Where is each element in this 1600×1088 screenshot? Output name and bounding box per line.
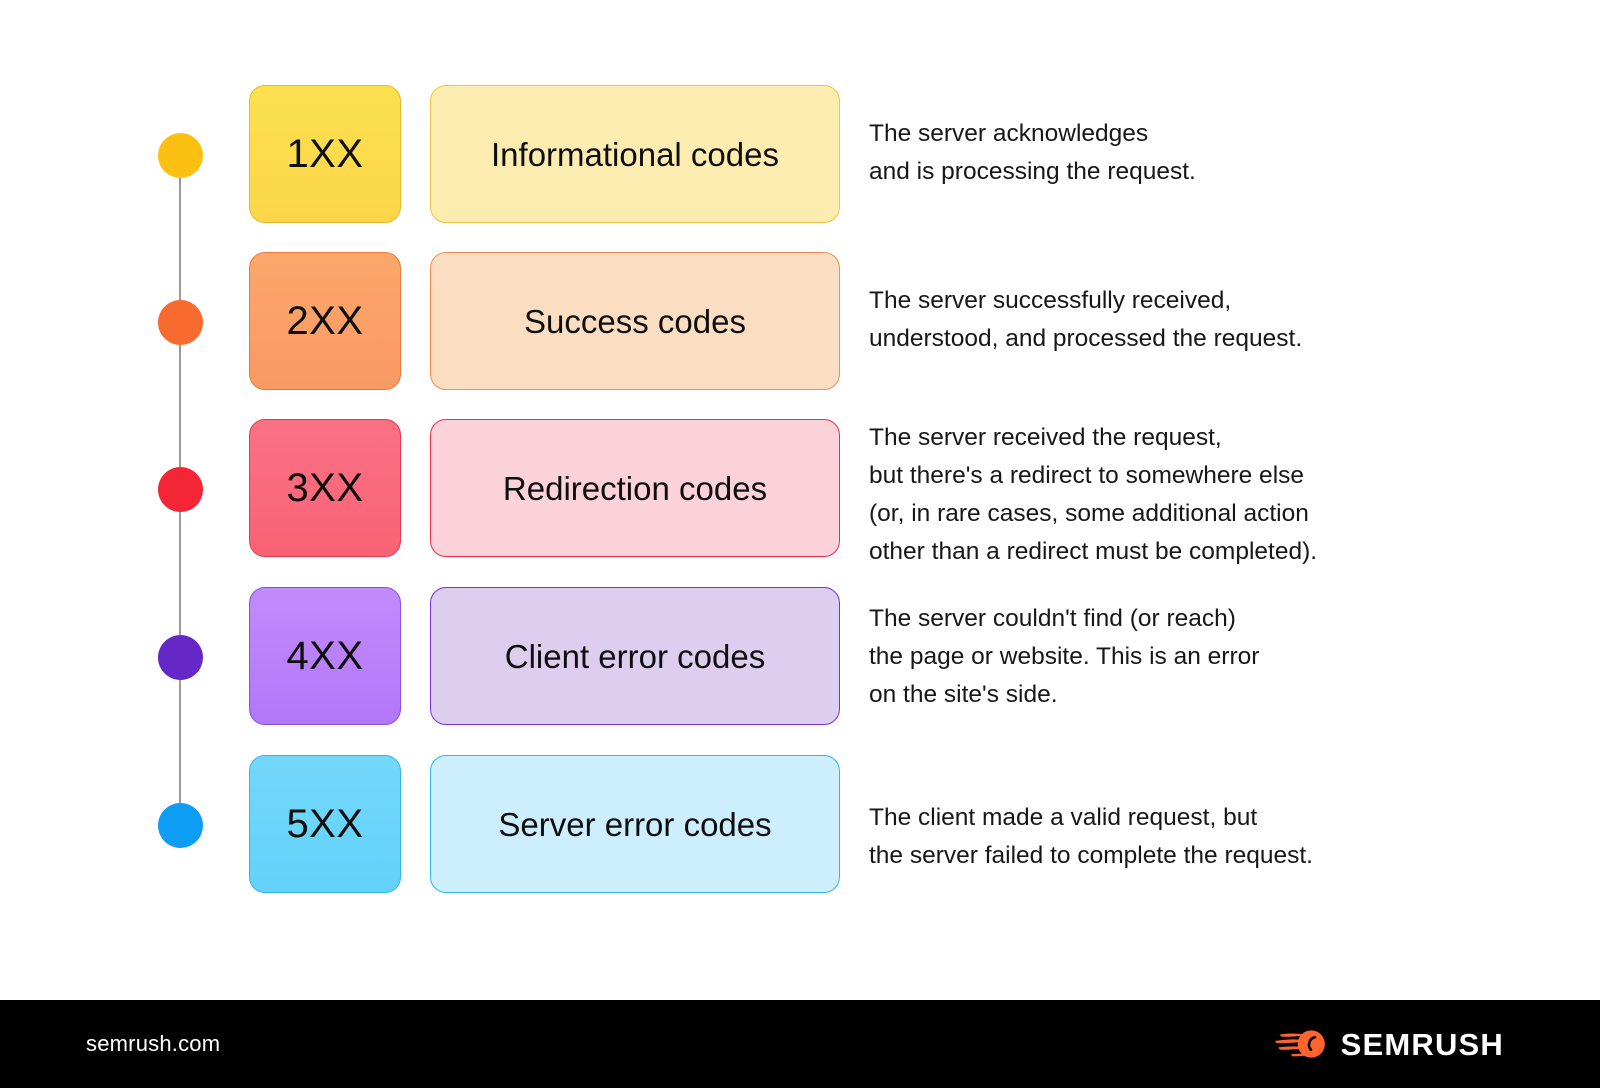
- status-code-name: Client error codes: [504, 637, 766, 675]
- status-code-name: Redirection codes: [502, 469, 768, 507]
- status-code-name-plate: Success codes: [430, 252, 840, 390]
- timeline-dot: [158, 133, 203, 178]
- timeline-dot: [158, 467, 203, 512]
- status-code-name-plate: Redirection codes: [430, 419, 840, 557]
- footer-site-url: semrush.com: [86, 1031, 221, 1056]
- status-code-name-plate: Informational codes: [430, 85, 840, 223]
- status-code-name-plate: Server error codes: [430, 755, 840, 893]
- status-code-chip: 5XX: [249, 755, 401, 893]
- status-code-label: 4XX: [286, 634, 364, 678]
- status-code-chip: 3XX: [249, 419, 401, 557]
- status-code-label: 3XX: [286, 466, 364, 510]
- status-code-row: 1XX Informational codes The server ackno…: [0, 85, 1600, 225]
- status-code-description: The client made a valid request, but the…: [869, 804, 1313, 869]
- semrush-logo: SEMRUSH: [1274, 1025, 1504, 1063]
- timeline-dot: [158, 803, 203, 848]
- footer-bar: semrush.com SEMRUSH: [0, 1000, 1600, 1088]
- status-code-label: 2XX: [286, 299, 364, 343]
- status-code-chip: 4XX: [249, 587, 401, 725]
- timeline-dot: [158, 635, 203, 680]
- timeline-dot: [158, 300, 203, 345]
- status-code-description: The server acknowledges and is processin…: [869, 120, 1196, 185]
- status-code-row: 4XX Client error codes The server couldn…: [0, 587, 1600, 727]
- status-code-row: 3XX Redirection codes The server receive…: [0, 419, 1600, 565]
- status-code-name: Server error codes: [498, 805, 772, 843]
- status-code-row: 5XX Server error codes The client made a…: [0, 755, 1600, 895]
- status-code-label: 1XX: [286, 132, 364, 176]
- status-code-description: The server successfully received, unders…: [869, 287, 1303, 352]
- status-code-name-plate: Client error codes: [430, 587, 840, 725]
- status-code-label: 5XX: [286, 802, 364, 846]
- status-code-description: The server couldn't find (or reach) the …: [869, 605, 1260, 708]
- semrush-wordmark: SEMRUSH: [1340, 1026, 1504, 1062]
- status-code-diagram: 1XX Informational codes The server ackno…: [0, 85, 1600, 895]
- status-code-description: The server received the request, but the…: [869, 424, 1318, 565]
- semrush-comet-icon: [1274, 1030, 1325, 1058]
- status-code-name: Success codes: [524, 302, 746, 340]
- status-code-chip: 1XX: [249, 85, 401, 223]
- status-code-name: Informational codes: [491, 135, 779, 173]
- status-code-row: 2XX Success codes The server successfull…: [0, 252, 1600, 392]
- status-code-chip: 2XX: [249, 252, 401, 390]
